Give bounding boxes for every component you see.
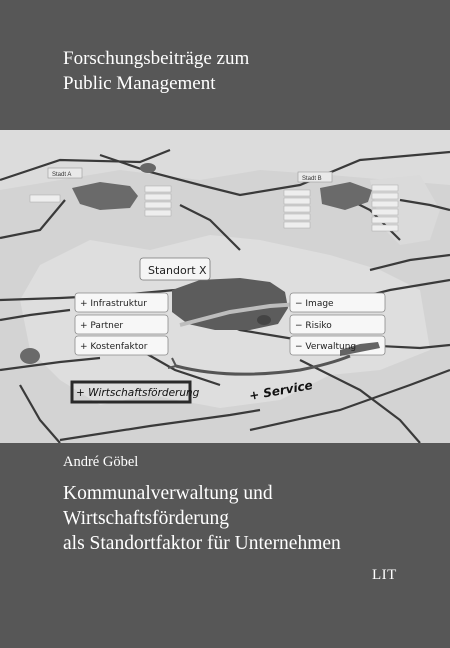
book-title: Kommunalverwaltung und Wirtschaftsförder… [63,481,341,556]
minus-label-2: − Risiko [295,321,332,331]
series-band: Forschungsbeiträge zum Public Management [0,0,450,130]
handwritten-box [70,380,192,404]
city-b-shape [320,182,372,210]
plus-label-2: + Partner [80,321,123,331]
city-b-label: Stadt B [302,176,322,182]
plus-label-3: + Kostenfaktor [80,342,148,352]
standort-x-label: Standort X [148,264,207,277]
book-title-line-3: als Standortfaktor für Unternehmen [63,533,341,554]
plus-label-1: + Infrastruktur [80,299,147,309]
series-title-line-2: Public Management [63,73,216,94]
minus-label-1: − Image [295,299,334,309]
minus-label-3: − Verwaltung [295,342,356,352]
series-title: Forschungsbeiträge zum Public Management [63,46,249,96]
book-title-line-2: Wirtschaftsförderung [63,508,229,529]
city-a-shape [72,182,138,210]
standort-x-box [139,257,211,281]
cover-illustration: Stadt A Stadt B [0,130,450,443]
title-band: André Göbel Kommunalverwaltung und Wirts… [0,443,450,648]
city-a-label: Stadt A [52,172,71,178]
book-title-line-1: Kommunalverwaltung und [63,483,273,504]
series-title-line-1: Forschungsbeiträge zum [63,48,250,69]
publisher-logo: LIT [372,567,397,583]
handwritten-note-1: + Wirtschaftsförderung [76,387,200,399]
author-name: André Göbel [63,454,139,470]
